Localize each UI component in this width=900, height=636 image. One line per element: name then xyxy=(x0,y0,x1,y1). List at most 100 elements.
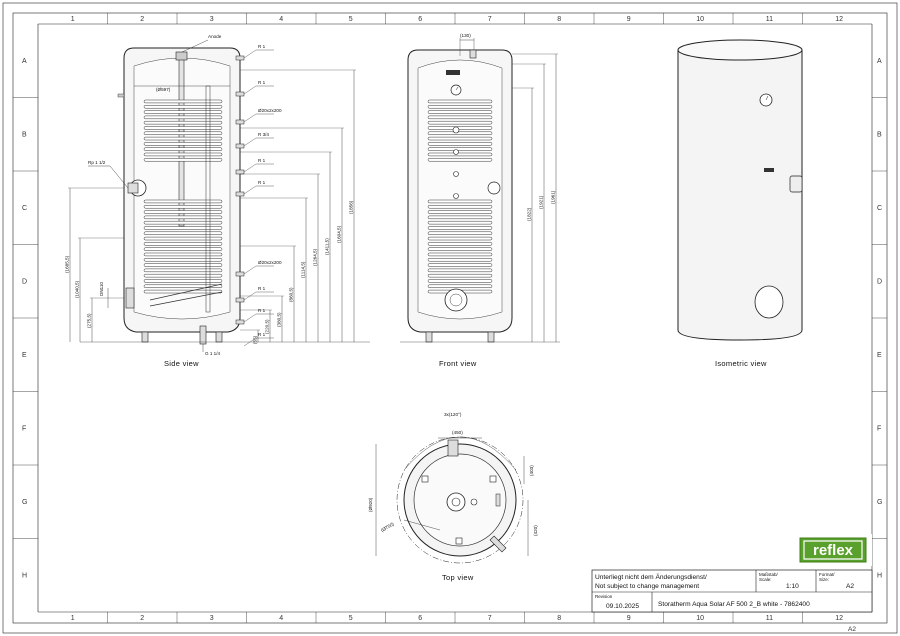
side-dip-tube xyxy=(205,85,211,313)
reflex-logo: reflex xyxy=(796,534,872,566)
grid-row-left-H: H xyxy=(22,572,27,579)
grid-row-left-A: A xyxy=(22,58,27,65)
side-conn-leader xyxy=(243,291,257,301)
side-conn-label: R 3/4 xyxy=(258,132,269,137)
iso-tank-body xyxy=(677,50,803,341)
grid-row-right-H: H xyxy=(877,572,882,579)
side-left-dim-label: (1040,5) xyxy=(75,280,80,298)
side-right-dim-label: (1856) xyxy=(349,200,354,214)
logo-text: reflex xyxy=(813,542,854,559)
side-left-stub xyxy=(117,93,125,98)
top-750-leader xyxy=(403,519,441,531)
top-pitch-circle xyxy=(396,436,524,564)
format-label: Format/ xyxy=(819,572,835,577)
coil-turn xyxy=(427,105,493,109)
coil-turn xyxy=(427,110,493,114)
grid-col-top-5: 5 xyxy=(349,16,353,23)
coil-turn xyxy=(143,236,223,241)
coil-turn xyxy=(427,131,493,135)
coil-turn xyxy=(143,252,223,257)
coil-turn xyxy=(427,279,493,283)
top-foot-3 xyxy=(455,537,463,545)
coil-turn xyxy=(143,126,223,130)
grid-col-bottom-7: 7 xyxy=(488,615,492,622)
coil-turn xyxy=(143,158,223,162)
front-lower-heat-exchanger-coil xyxy=(427,199,493,294)
coil-turn xyxy=(143,105,223,109)
coil-turn xyxy=(427,152,493,157)
coil-turn xyxy=(143,215,223,220)
top-rear-stub xyxy=(447,439,459,457)
grid-col-bottom-6: 6 xyxy=(418,615,422,622)
coil-turn xyxy=(143,210,223,214)
coil-turn xyxy=(427,226,493,230)
coil-turn xyxy=(143,120,223,125)
anode-cap xyxy=(175,51,188,61)
grid-col-top-11: 11 xyxy=(766,16,773,23)
front-view-label: Front view xyxy=(439,359,477,368)
grid-col-bottom-11: 11 xyxy=(766,615,773,622)
coil-turn xyxy=(143,99,223,104)
side-conn-leader xyxy=(243,185,257,195)
side-lower-heat-exchanger-coil xyxy=(143,199,223,307)
side-conn-label: R 1 xyxy=(258,286,266,291)
grid-row-right-A: A xyxy=(877,58,882,65)
grid-col-top-4: 4 xyxy=(279,16,283,23)
coil-turn xyxy=(427,263,493,267)
grid-col-bottom-4: 4 xyxy=(279,615,283,622)
top-view-label: Top view xyxy=(442,573,474,582)
top-foot-2 xyxy=(489,475,497,483)
front-dim-label: (1822) xyxy=(527,207,532,221)
grid-row-left-B: B xyxy=(22,131,27,138)
coil-turn xyxy=(143,258,223,262)
front-foot-left xyxy=(425,331,433,343)
side-conn-stub xyxy=(235,91,245,97)
anode-label: Anode xyxy=(208,34,222,39)
side-view-label: Side view xyxy=(164,359,199,368)
front-top-dim-label: (130) xyxy=(460,33,471,38)
coil-turn xyxy=(143,110,223,114)
scale-value: 1:10 xyxy=(786,583,799,590)
side-conn-stub xyxy=(235,143,245,149)
coil-turn xyxy=(427,99,493,104)
side-conn-leader xyxy=(243,313,257,323)
coil-turn xyxy=(427,236,493,241)
coil-turn xyxy=(427,205,493,209)
iso-inspection-flange xyxy=(754,285,784,319)
side-diameter-label: (Ø597) xyxy=(156,87,171,92)
top-foot-1 xyxy=(421,475,429,483)
side-conn-leader xyxy=(243,265,257,275)
front-socket-4 xyxy=(453,193,459,199)
grid-col-top-12: 12 xyxy=(835,16,843,23)
coil-turn xyxy=(427,115,493,120)
side-view: Anode (Ø597) Rp 1 1/2 DN110 G 1 1/4 (168… xyxy=(65,34,370,356)
top-403-label: (403) xyxy=(529,465,534,476)
side-right-height-dimensions: (55)(220,5)(380,5)(860,5)(1114,5)(1264,5… xyxy=(240,69,356,344)
front-top-nozzle xyxy=(469,49,477,59)
coil-turn xyxy=(143,115,223,120)
coil-turn xyxy=(143,279,223,283)
front-socket-2 xyxy=(453,149,459,155)
coil-turn xyxy=(427,120,493,125)
coil-turn xyxy=(427,126,493,130)
grid-row-left-D: D xyxy=(22,278,27,285)
top-side-socket xyxy=(495,493,501,507)
side-conn-leader xyxy=(243,85,257,95)
title-block: Unterliegt nicht dem Änderungsdienst/ No… xyxy=(591,569,873,613)
grid-col-bottom-2: 2 xyxy=(140,615,144,622)
iso-logo-badge xyxy=(764,168,774,172)
coil-turn xyxy=(427,242,493,246)
iso-heater-socket xyxy=(789,175,803,193)
corner-format-code: A2 xyxy=(848,626,856,633)
coil-turn xyxy=(427,258,493,262)
coil-turn xyxy=(427,284,493,288)
side-conn-leader xyxy=(243,49,257,59)
scale-label-2: Scale: xyxy=(759,577,772,582)
side-conn-stub xyxy=(235,119,245,125)
coil-turn xyxy=(427,215,493,220)
